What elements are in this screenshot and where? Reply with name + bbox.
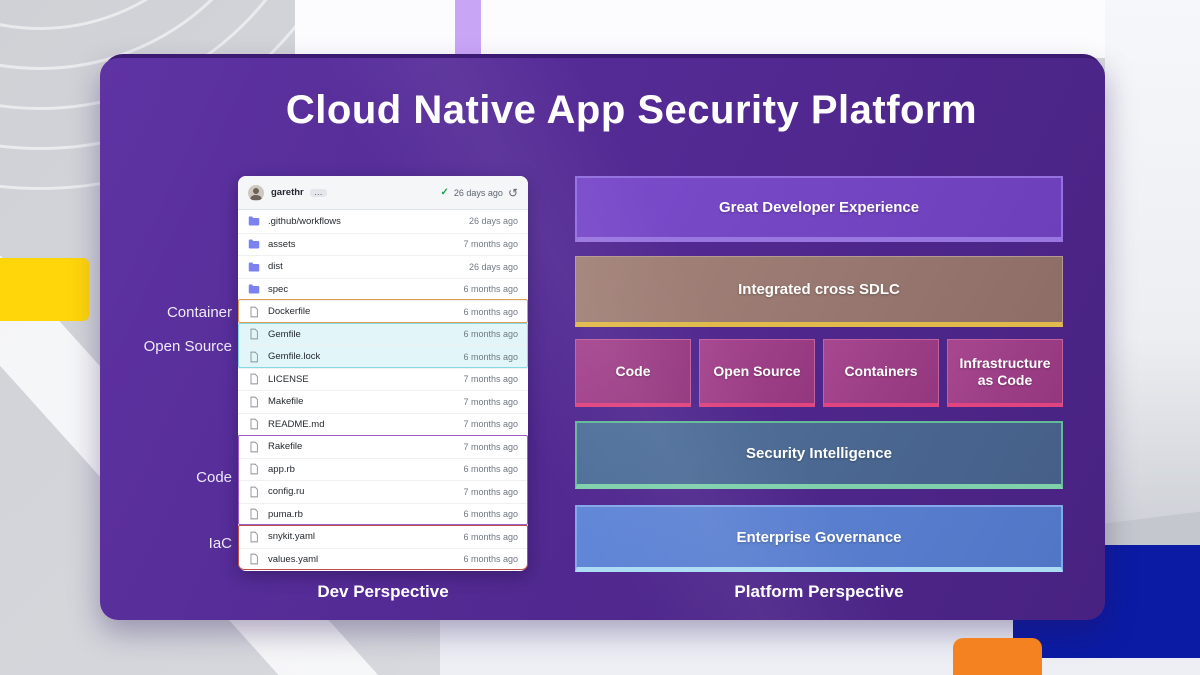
file-row[interactable]: spec 6 months ago	[238, 277, 528, 301]
file-icon	[248, 531, 260, 543]
page-title: Cloud Native App Security Platform	[285, 88, 978, 132]
file-row[interactable]: values.yaml 6 months ago	[238, 547, 528, 571]
highlight-code	[238, 435, 528, 525]
commit-check-icon: ✓	[440, 187, 449, 198]
orange-accent-rect	[953, 638, 1042, 675]
box-developer-experience: Great Developer Experience	[575, 176, 1063, 242]
file-row[interactable]: .github/workflows 26 days ago	[238, 210, 528, 233]
highlight-iac	[238, 525, 528, 570]
file-icon	[248, 486, 260, 498]
box-open-source: Open Source	[699, 339, 815, 407]
side-label-container: Container	[166, 304, 232, 321]
folder-icon	[248, 238, 260, 250]
file-icon	[248, 396, 260, 408]
repo-header: garethr … ✓ 26 days ago ↺	[238, 176, 528, 210]
folder-icon	[248, 261, 260, 273]
box-security-intelligence: Security Intelligence	[575, 421, 1063, 489]
main-card: Cloud Native App Security Platform Conta…	[100, 58, 1105, 620]
caption-platform-perspective: Platform Perspective	[734, 582, 904, 601]
file-icon	[248, 463, 260, 475]
file-row[interactable]: LICENSE 7 months ago	[238, 367, 528, 391]
caption-dev-perspective: Dev Perspective	[317, 582, 449, 601]
file-row[interactable]: app.rb 6 months ago	[238, 457, 528, 481]
file-list: .github/workflows 26 days ago assets 7 m…	[238, 210, 528, 570]
side-label-iac: IaC	[208, 535, 232, 552]
file-row[interactable]: Gemfile 6 months ago	[238, 322, 528, 345]
background-right-band	[1105, 0, 1200, 560]
file-icon	[248, 306, 260, 318]
repo-file-panel: garethr … ✓ 26 days ago ↺ .github/workfl…	[238, 176, 528, 571]
file-icon	[248, 553, 260, 565]
file-row[interactable]: Makefile 7 months ago	[238, 390, 528, 413]
platform-column: Great Developer Experience Integrated cr…	[575, 176, 1063, 572]
repo-username[interactable]: garethr	[271, 187, 304, 198]
file-row[interactable]: Gemfile.lock 6 months ago	[238, 345, 528, 368]
file-row[interactable]: assets 7 months ago	[238, 232, 528, 256]
commit-more-badge[interactable]: …	[309, 187, 327, 197]
file-icon	[248, 373, 260, 385]
box-integrated-sdlc: Integrated cross SDLC	[575, 256, 1063, 327]
file-icon	[248, 351, 260, 363]
scan-boxes-row: Code Open Source Containers Infrastructu…	[575, 339, 1063, 407]
person-icon	[250, 187, 262, 200]
avatar[interactable]	[248, 184, 264, 201]
file-row[interactable]: puma.rb 6 months ago	[238, 502, 528, 526]
file-icon	[248, 508, 260, 520]
file-row[interactable]: Dockerfile 6 months ago	[238, 300, 528, 323]
side-label-open-source: Open Source	[143, 338, 232, 355]
file-icon	[248, 328, 260, 340]
file-row[interactable]: config.ru 7 months ago	[238, 480, 528, 503]
file-icon	[248, 441, 260, 453]
highlight-open-source	[238, 322, 528, 368]
commit-time: 26 days ago	[453, 187, 503, 198]
box-enterprise-governance: Enterprise Governance	[575, 505, 1063, 572]
box-containers: Containers	[823, 339, 939, 407]
highlight-container	[238, 299, 528, 323]
box-infrastructure-as-code: Infrastructure as Code	[947, 339, 1063, 407]
file-row[interactable]: Rakefile 7 months ago	[238, 435, 528, 458]
file-row[interactable]: snykit.yaml 6 months ago	[238, 525, 528, 548]
folder-icon	[248, 215, 260, 227]
lavender-accent-bar	[455, 0, 481, 58]
background-top-band	[295, 0, 1200, 58]
file-icon	[248, 418, 260, 430]
yellow-accent-rect	[0, 258, 89, 321]
box-code: Code	[575, 339, 691, 407]
file-row[interactable]: dist 26 days ago	[238, 255, 528, 278]
side-label-code: Code	[196, 469, 232, 486]
history-icon[interactable]: ↺	[507, 185, 518, 200]
file-row[interactable]: README.md 7 months ago	[238, 412, 528, 436]
folder-icon	[248, 283, 260, 295]
